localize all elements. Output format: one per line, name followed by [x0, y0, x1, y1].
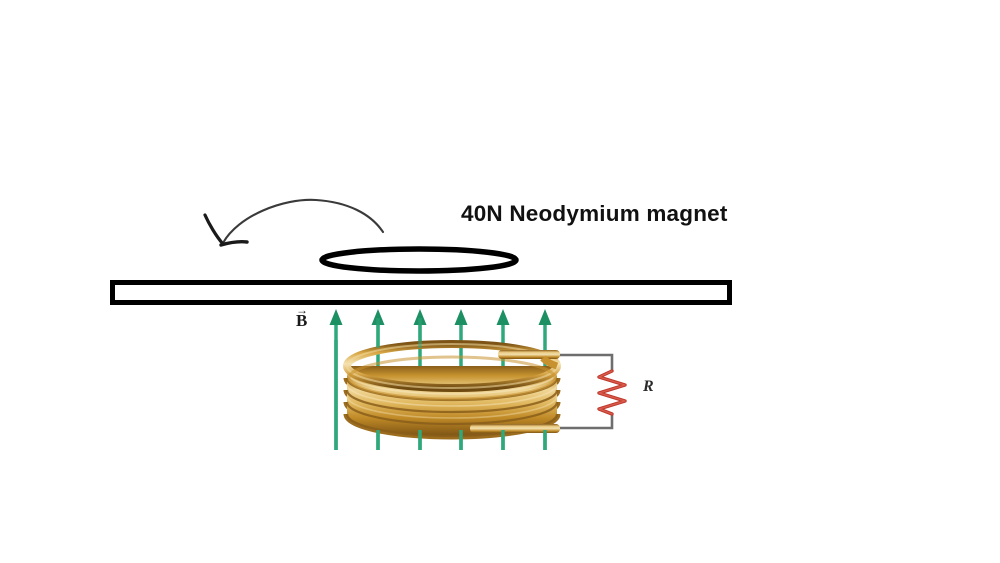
magnetic-field-label: → B [296, 303, 308, 330]
plate [110, 280, 732, 305]
resistor-label: R [643, 378, 654, 395]
coil-leads [470, 350, 560, 433]
pointer-arrow [203, 198, 385, 247]
magnetic-field-symbol: B [296, 311, 308, 330]
neodymium-magnet [319, 246, 519, 274]
circuit-wires [556, 353, 614, 430]
magnet-caption: 40N Neodymium magnet [461, 201, 728, 226]
vector-arrow-accent: → [296, 303, 308, 317]
resistor-symbol [597, 369, 627, 416]
field-arrow-group-front [334, 318, 547, 450]
